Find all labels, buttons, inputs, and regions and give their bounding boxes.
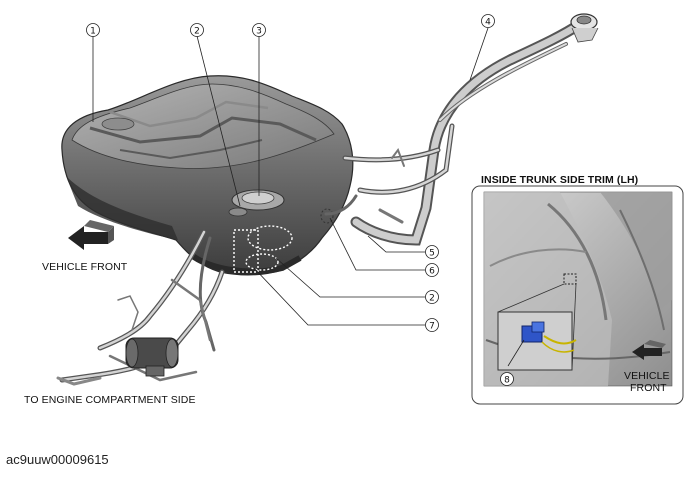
callout-8: 8 — [500, 372, 514, 386]
svg-text:1: 1 — [90, 27, 96, 37]
callout-7: 7 — [425, 318, 439, 332]
callout-5: 5 — [425, 245, 439, 259]
vehicle-front-label: VEHICLE FRONT — [42, 261, 128, 273]
svg-text:7: 7 — [429, 322, 435, 332]
filler-neck-cap — [570, 13, 599, 43]
callout-6: 6 — [425, 263, 439, 277]
callout-3: 3 — [252, 23, 266, 37]
svg-text:3: 3 — [256, 27, 262, 37]
svg-text:6: 6 — [429, 267, 435, 277]
callout-2-bottom: 2 — [425, 290, 439, 304]
inset-vehicle-label-line2: FRONT — [630, 382, 667, 394]
connector-icon — [521, 321, 577, 353]
inset-vehicle-label-line1: VEHICLE — [624, 370, 670, 382]
engine-compartment-label: TO ENGINE COMPARTMENT SIDE — [24, 394, 196, 406]
svg-text:2: 2 — [429, 294, 435, 304]
svg-text:5: 5 — [429, 249, 435, 259]
svg-text:8: 8 — [504, 376, 510, 386]
inset-title: INSIDE TRUNK SIDE TRIM (LH) — [481, 174, 639, 186]
callout-4: 4 — [481, 14, 495, 28]
callout-2-top: 2 — [190, 23, 204, 37]
inset-vehicle-front-arrow-icon — [632, 340, 666, 360]
charcoal-canister — [125, 337, 179, 377]
vehicle-front-arrow-icon — [68, 220, 114, 250]
inset-panel — [471, 185, 684, 405]
image-code: ac9uuw00009615 — [6, 452, 109, 467]
callout-1: 1 — [86, 23, 100, 37]
fuel-tank — [61, 75, 354, 276]
svg-text:2: 2 — [194, 27, 200, 37]
leader-lines — [92, 27, 489, 326]
fuel-filler-pipe — [324, 18, 586, 246]
svg-text:4: 4 — [485, 18, 491, 28]
